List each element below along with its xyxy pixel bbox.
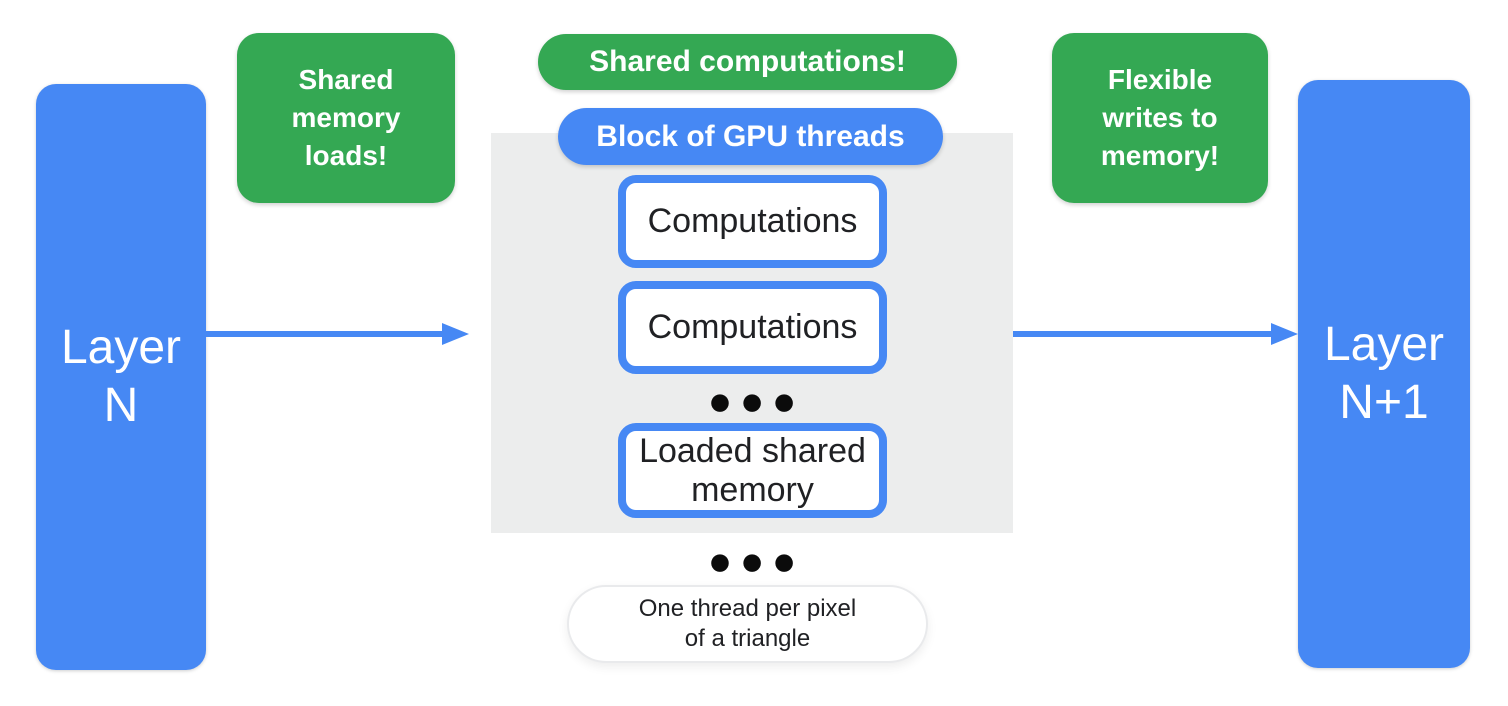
layer-n-plus-1-label-line2: N+1 — [1339, 376, 1429, 429]
computations-box-2-label: Computations — [647, 308, 858, 346]
computations-box-2: Computations — [618, 281, 887, 374]
annotation-shared-memory-loads: Shared memory loads! — [237, 33, 455, 203]
layer-n-label-line1: Layer — [60, 321, 182, 374]
ellipsis-dots-outer: ●●● — [709, 549, 807, 575]
annotation-line: memory — [291, 102, 401, 133]
annotation-line: memory! — [1100, 140, 1220, 171]
annotation-line: writes to — [1102, 102, 1218, 133]
annotation-flexible-writes: Flexible writes to memory! — [1052, 33, 1268, 203]
gpu-threads-block-title-pill: Block of GPU threads — [558, 108, 943, 165]
annotation-line: Flexible — [1107, 64, 1213, 95]
loaded-shared-memory-box: Loaded shared memory — [618, 423, 887, 518]
layer-n-plus-1-box: Layer N+1 — [1298, 80, 1470, 668]
ellipsis-dots-inner: ●●● — [709, 389, 807, 415]
annotation-line: loads! — [304, 140, 388, 171]
loaded-shared-memory-line1: Loaded shared — [639, 431, 866, 470]
caption-line2: of a triangle — [684, 625, 811, 652]
flow-arrow-left-icon — [206, 323, 469, 345]
layer-n-label-line2: N — [103, 379, 139, 432]
flow-arrow-right-icon — [1013, 323, 1298, 345]
annotation-shared-computations: Shared computations! — [538, 34, 957, 90]
annotation-line: Shared — [298, 64, 394, 95]
layer-n-box: Layer N — [36, 84, 206, 670]
caption-line1: One thread per pixel — [638, 595, 857, 622]
layer-n-plus-1-label-line1: Layer — [1323, 318, 1445, 371]
caption-one-thread-pill: One thread per pixel of a triangle — [567, 585, 928, 663]
computations-box-1-label: Computations — [647, 202, 858, 240]
computations-box-1: Computations — [618, 175, 887, 268]
loaded-shared-memory-line2: memory — [691, 470, 814, 509]
